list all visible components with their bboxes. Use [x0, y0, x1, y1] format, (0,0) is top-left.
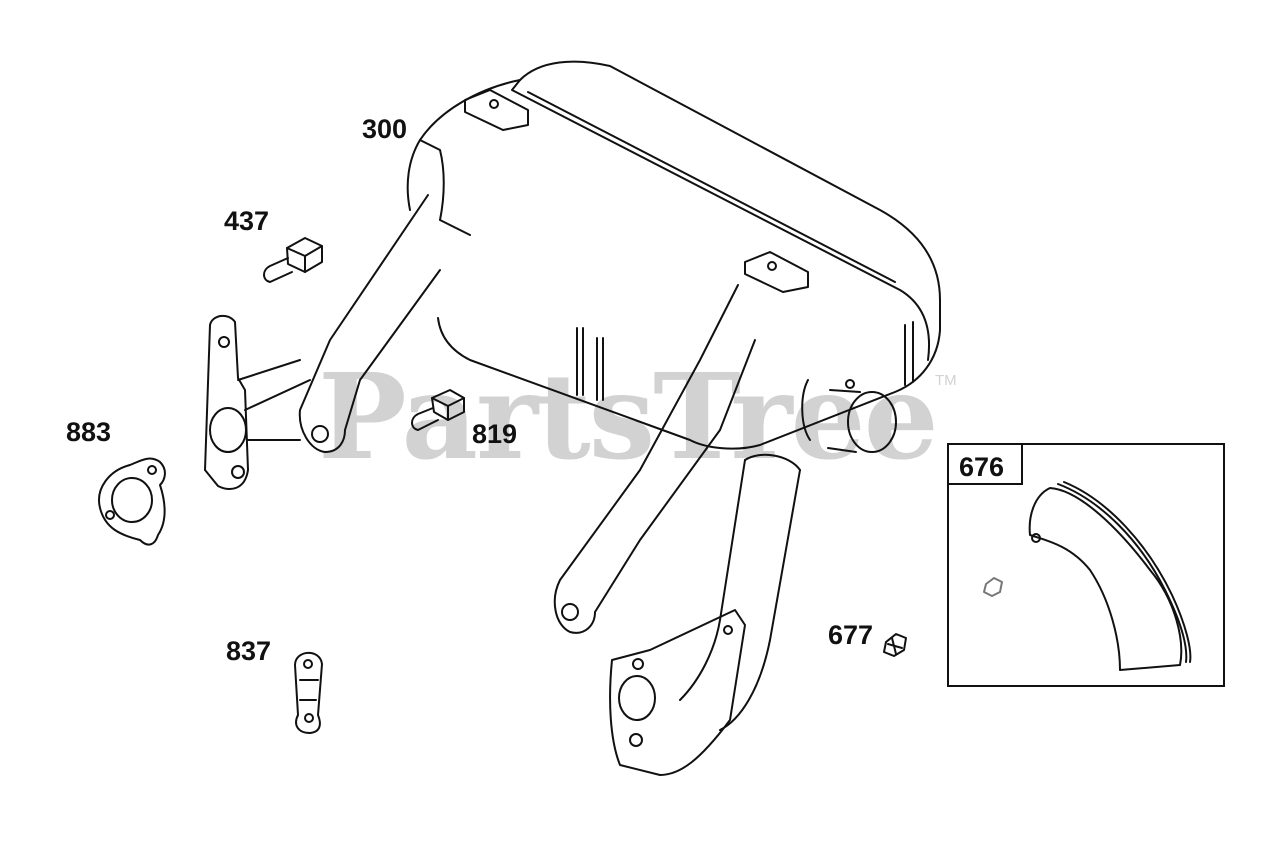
plate-837[interactable] — [295, 653, 322, 733]
label-676: 676 — [959, 452, 1005, 482]
screw-677[interactable] — [884, 634, 906, 656]
label-819: 819 — [472, 419, 518, 449]
bolt-819[interactable] — [412, 390, 464, 430]
inset-tag: 676 — [949, 445, 1023, 485]
label-677: 677 — [828, 620, 874, 650]
label-437: 437 — [224, 206, 270, 236]
label-300: 300 — [362, 114, 408, 144]
inset-box-676: 676 — [947, 443, 1225, 687]
muffler-300[interactable] — [205, 62, 940, 775]
deflector-676[interactable] — [984, 482, 1190, 670]
label-837: 837 — [226, 636, 272, 666]
label-883: 883 — [66, 417, 112, 447]
bolt-437[interactable] — [264, 238, 322, 282]
gasket-883[interactable] — [99, 459, 165, 545]
watermark-trademark: TM — [935, 372, 957, 389]
